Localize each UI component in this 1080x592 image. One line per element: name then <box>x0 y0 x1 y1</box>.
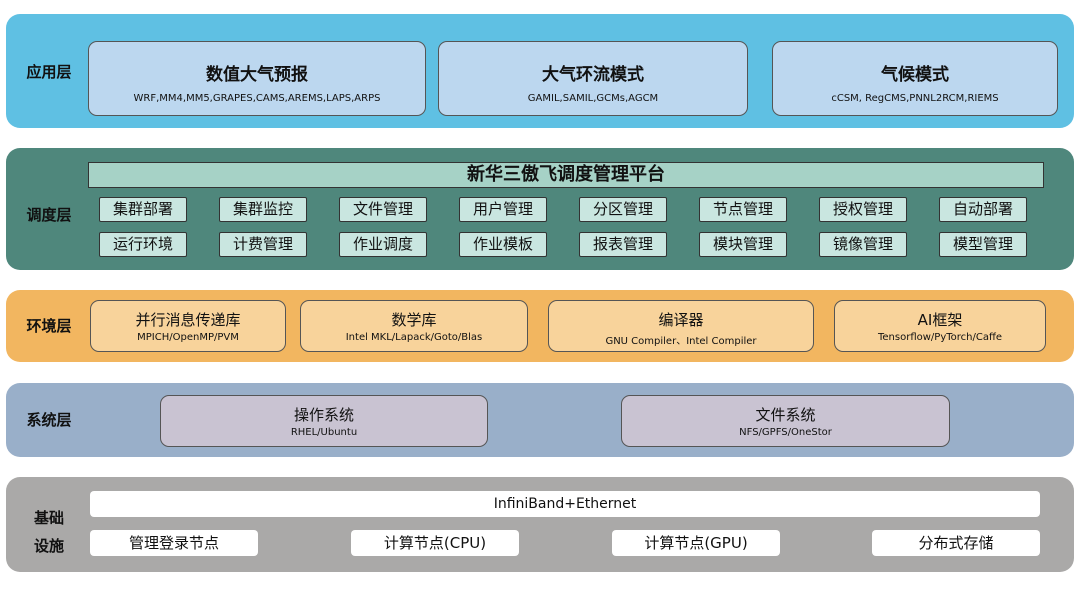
env-box-sub: MPICH/OpenMP/PVM <box>137 332 239 343</box>
app-box-sub: GAMIL,SAMIL,GCMs,AGCM <box>527 93 659 104</box>
env-box-mpi: 并行消息传递库 MPICH/OpenMP/PVM <box>90 300 286 352</box>
sched-tag-row1-0: 集群部署 <box>99 197 187 222</box>
env-box-sub: Intel MKL/Lapack/Goto/Blas <box>345 332 483 343</box>
sys-box-title: 文件系统 <box>755 406 816 424</box>
sched-tag-row2-6: 镜像管理 <box>819 232 907 257</box>
sched-tag-row1-4: 分区管理 <box>579 197 667 222</box>
sched-tag-row2-7: 模型管理 <box>939 232 1027 257</box>
app-box-sub: cCSM, RegCMS,PNNL2RCM,RIEMS <box>831 93 999 104</box>
app-box-title: 气候模式 <box>881 65 949 85</box>
env-box-compiler: 编译器 GNU Compiler、Intel Compiler <box>548 300 814 352</box>
sys-box-os: 操作系统 RHEL/Ubuntu <box>160 395 488 447</box>
sched-tag-row2-3: 作业模板 <box>459 232 547 257</box>
app-box-climate: 气候模式 cCSM, RegCMS,PNNL2RCM,RIEMS <box>772 41 1058 116</box>
app-box-title: 大气环流模式 <box>542 65 644 85</box>
env-box-title: AI框架 <box>917 311 963 329</box>
infrastructure-label-line1: 基础 <box>33 509 64 527</box>
sched-tag-row2-4: 报表管理 <box>579 232 667 257</box>
sys-box-sub: NFS/GPFS/OneStor <box>739 427 832 438</box>
sched-tag-row2-1: 计费管理 <box>219 232 307 257</box>
sched-tag-row1-3: 用户管理 <box>459 197 547 222</box>
env-box-title: 数学库 <box>391 311 437 329</box>
infrastructure-layer: 基础 设施 InfiniBand+Ethernet 管理登录节点 计算节点(CP… <box>6 477 1074 572</box>
infrastructure-label-line2: 设施 <box>33 537 64 555</box>
env-box-ai: AI框架 Tensorflow/PyTorch/Caffe <box>834 300 1046 352</box>
sched-tag-row2-5: 模块管理 <box>699 232 787 257</box>
network-bar: InfiniBand+Ethernet <box>90 491 1040 517</box>
system-layer: 系统层 操作系统 RHEL/Ubuntu 文件系统 NFS/GPFS/OneSt… <box>6 383 1074 457</box>
application-layer-label: 应用层 <box>26 63 72 81</box>
env-box-sub: GNU Compiler、Intel Compiler <box>605 336 757 347</box>
environment-layer-label: 环境层 <box>26 317 72 335</box>
sched-tag-row2-2: 作业调度 <box>339 232 427 257</box>
env-box-sub: Tensorflow/PyTorch/Caffe <box>877 332 1003 343</box>
sys-box-fs: 文件系统 NFS/GPFS/OneStor <box>621 395 950 447</box>
system-layer-label: 系统层 <box>26 411 72 429</box>
app-box-sub: WRF,MM4,MM5,GRAPES,CAMS,AREMS,LAPS,ARPS <box>133 93 381 104</box>
environment-layer: 环境层 并行消息传递库 MPICH/OpenMP/PVM 数学库 Intel M… <box>6 290 1074 362</box>
sched-tag-row2-0: 运行环境 <box>99 232 187 257</box>
infra-node-gpu: 计算节点(GPU) <box>612 530 780 556</box>
app-box-title: 数值大气预报 <box>206 65 308 85</box>
sched-tag-row1-7: 自动部署 <box>939 197 1027 222</box>
infra-node-cpu: 计算节点(CPU) <box>351 530 519 556</box>
sys-box-sub: RHEL/Ubuntu <box>290 427 358 438</box>
application-layer: 应用层 数值大气预报 WRF,MM4,MM5,GRAPES,CAMS,AREMS… <box>6 14 1074 128</box>
scheduling-layer-label: 调度层 <box>26 206 72 224</box>
infra-node-mgmt: 管理登录节点 <box>90 530 258 556</box>
sched-tag-row1-2: 文件管理 <box>339 197 427 222</box>
sys-box-title: 操作系统 <box>293 406 354 424</box>
sched-tag-row1-5: 节点管理 <box>699 197 787 222</box>
platform-bar: 新华三傲飞调度管理平台 <box>88 162 1044 188</box>
sched-tag-row1-1: 集群监控 <box>219 197 307 222</box>
infra-node-storage: 分布式存储 <box>872 530 1040 556</box>
env-box-title: 编译器 <box>658 311 704 329</box>
app-box-nwp: 数值大气预报 WRF,MM4,MM5,GRAPES,CAMS,AREMS,LAP… <box>88 41 426 116</box>
sched-tag-row1-6: 授权管理 <box>819 197 907 222</box>
app-box-gcm: 大气环流模式 GAMIL,SAMIL,GCMs,AGCM <box>438 41 748 116</box>
scheduling-layer: 调度层 新华三傲飞调度管理平台 集群部署 集群监控 文件管理 用户管理 分区管理 节点管理… <box>6 148 1074 270</box>
env-box-title: 并行消息传递库 <box>135 311 241 329</box>
env-box-math: 数学库 Intel MKL/Lapack/Goto/Blas <box>300 300 528 352</box>
